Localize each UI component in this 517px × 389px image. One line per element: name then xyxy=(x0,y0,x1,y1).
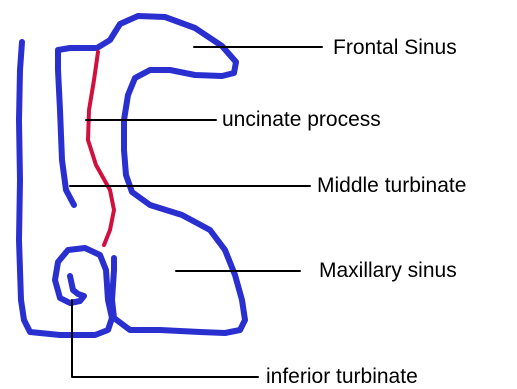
label-inferior-turbinate: inferior turbinate xyxy=(266,366,418,387)
middle-turbinate-outline xyxy=(58,16,245,333)
label-uncinate-process: uncinate process xyxy=(222,109,381,130)
leader-inferior-turbinate xyxy=(72,300,258,377)
label-middle-turbinate: Middle turbinate xyxy=(317,175,466,196)
label-frontal-sinus: Frontal Sinus xyxy=(333,37,457,58)
uncinate-process-line xyxy=(88,52,114,245)
inferior-turbinate-outline xyxy=(55,248,112,318)
label-maxillary-sinus: Maxillary sinus xyxy=(319,260,457,281)
